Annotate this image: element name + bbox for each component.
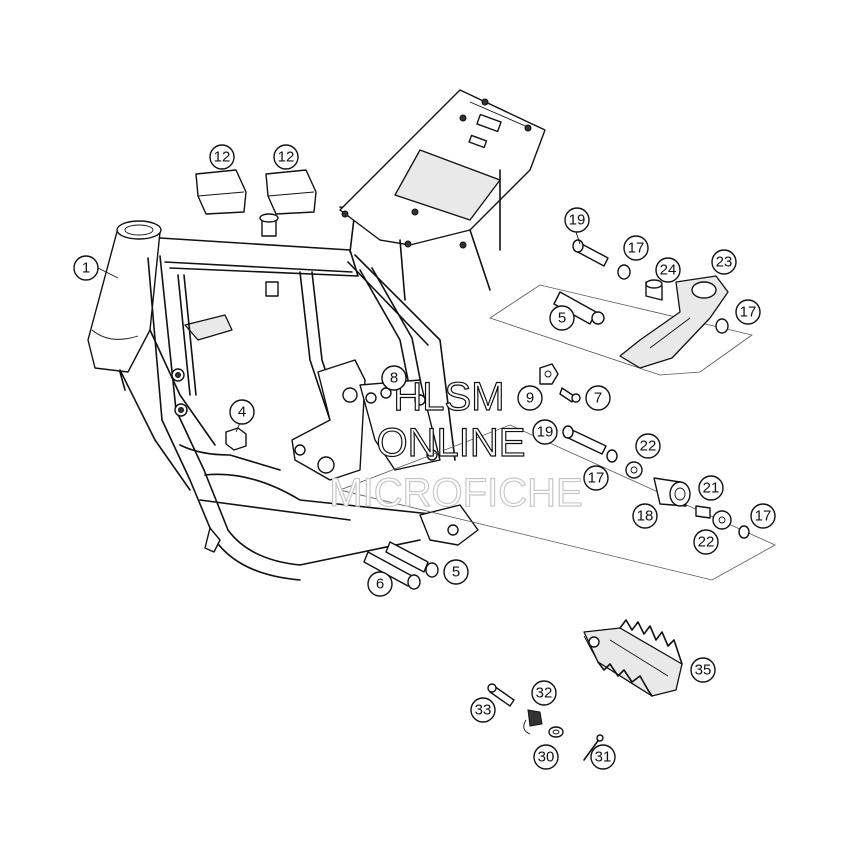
callout-7: 7 (585, 385, 611, 411)
callout-label: 8 (390, 370, 398, 387)
callout-label: 1 (82, 260, 90, 277)
cover-part-12-right (265, 169, 317, 215)
callout-9: 9 (517, 385, 543, 411)
callout-5b: 5 (443, 559, 469, 585)
small-parts-7-8-9 (380, 363, 581, 403)
lower-bolts-5-6 (363, 541, 439, 590)
callout-30: 30 (533, 744, 559, 770)
callout-label: 31 (595, 749, 612, 766)
callout-33: 33 (470, 697, 496, 723)
callout-17c: 17 (583, 465, 609, 491)
callout-31: 31 (590, 744, 616, 770)
callout-label: 24 (660, 262, 677, 279)
callout-17b: 17 (735, 299, 761, 325)
callout-label: 21 (703, 480, 720, 497)
callout-19b: 19 (532, 419, 558, 445)
callout-24: 24 (655, 257, 681, 283)
callout-label: 7 (594, 390, 602, 407)
callout-label: 5 (558, 310, 566, 327)
callout-label: 32 (536, 685, 553, 702)
callout-label: 17 (628, 240, 645, 257)
callout-label: 17 (740, 304, 757, 321)
callout-12a: 12 (209, 144, 235, 170)
callout-label: 9 (526, 390, 534, 407)
callout-22b: 22 (693, 529, 719, 555)
callout-17a: 17 (623, 235, 649, 261)
watermark-line-1: HLSM (393, 375, 504, 419)
callout-23: 23 (711, 249, 737, 275)
callout-22a: 22 (635, 433, 661, 459)
callout-label: 17 (755, 508, 772, 525)
callout-1: 1 (73, 255, 99, 281)
pivot-group (338, 424, 776, 581)
footpeg-part-35 (583, 619, 683, 697)
callout-label: 19 (569, 212, 586, 229)
callout-18: 18 (632, 503, 658, 529)
callout-label: 22 (640, 438, 657, 455)
watermark-line-2: ONLINE (377, 421, 526, 465)
callout-label: 18 (637, 508, 654, 525)
callout-label: 30 (538, 749, 555, 766)
callout-12b: 12 (273, 144, 299, 170)
callout-label: 12 (214, 149, 231, 166)
callout-17d: 17 (750, 503, 776, 529)
callout-4: 4 (229, 399, 255, 425)
cover-part-12-left (195, 169, 247, 215)
callout-label: 19 (537, 424, 554, 441)
frame-assembly (87, 89, 546, 581)
callout-35: 35 (690, 657, 716, 683)
brake-pedal-group (489, 239, 753, 376)
callout-5a: 5 (549, 305, 575, 331)
callout-21: 21 (698, 475, 724, 501)
callout-label: 5 (452, 564, 460, 581)
callout-8: 8 (381, 365, 407, 391)
callout-label: 4 (238, 404, 246, 421)
small-parts-30-33 (487, 683, 604, 761)
callout-label: 23 (716, 254, 733, 271)
callout-6: 6 (367, 571, 393, 597)
callout-32: 32 (531, 680, 557, 706)
callout-label: 35 (695, 662, 712, 679)
callout-label: 17 (588, 470, 605, 487)
callout-label: 22 (698, 534, 715, 551)
callout-label: 6 (376, 576, 384, 593)
watermark: HLSM ONLINE MICROFICHE (329, 374, 584, 515)
callout-19a: 19 (564, 207, 590, 233)
callout-label: 12 (278, 149, 295, 166)
watermark-line-3: MICROFICHE (329, 471, 582, 515)
callout-label: 33 (475, 702, 492, 719)
